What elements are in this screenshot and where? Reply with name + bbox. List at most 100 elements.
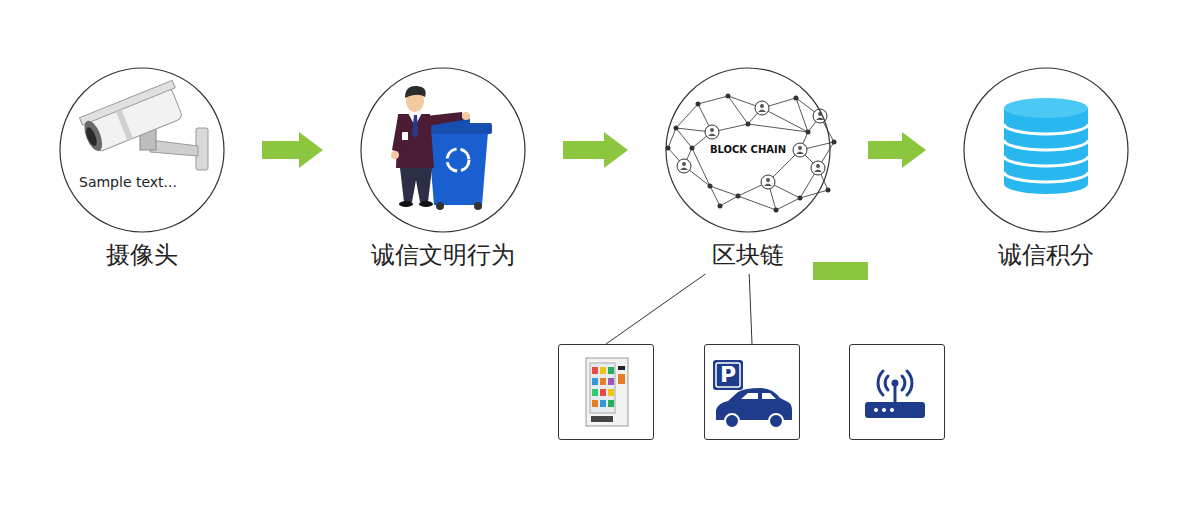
shoe [419, 201, 433, 207]
network-graphic [668, 96, 834, 210]
device-box [558, 344, 654, 440]
housing-stripe [116, 109, 133, 140]
flow-arrow [563, 132, 628, 168]
camera-arm [150, 140, 198, 156]
hand [391, 151, 399, 159]
network-dot [806, 130, 811, 135]
arm [426, 112, 463, 126]
arrow-shape [563, 132, 628, 168]
database-body [1004, 108, 1088, 184]
product [600, 400, 606, 407]
network-dot [690, 146, 695, 151]
step-circle: 区块链BLOCK CHAIN [648, 66, 848, 270]
car-window [762, 393, 776, 399]
lens [84, 126, 99, 148]
car-wheel [725, 414, 739, 428]
product [592, 378, 598, 385]
step-label: 诚信积分 [946, 240, 1146, 270]
product [592, 389, 598, 396]
machine-glass [590, 363, 615, 413]
arrow-shape [813, 262, 868, 280]
product [592, 367, 598, 374]
hair [405, 86, 426, 98]
network-dot [736, 194, 741, 199]
network-dot [832, 140, 837, 145]
network-dot [674, 126, 679, 131]
bin-body [428, 132, 488, 205]
circle-border [60, 68, 224, 232]
flow-arrow [262, 132, 323, 168]
camera-body [79, 80, 187, 154]
product [600, 367, 606, 374]
step-circle: 诚信积分 [946, 66, 1146, 270]
network-dot [708, 184, 713, 189]
step-label: 诚信文明行为 [343, 240, 543, 270]
hand [462, 112, 470, 120]
parking-sign [713, 360, 743, 390]
sun-shield [79, 80, 175, 125]
status-light [882, 408, 886, 412]
arm [392, 116, 404, 152]
network-dot [696, 102, 701, 107]
product [608, 400, 614, 407]
product [592, 400, 598, 407]
user-icon [793, 143, 807, 157]
circle-outline [47, 66, 237, 234]
watermark-text: Sample text... [79, 174, 177, 191]
network-dot [798, 196, 803, 201]
user-icon [811, 161, 825, 175]
step-label: 摄像头 [42, 240, 242, 270]
network-dot [746, 122, 751, 127]
arrow-shape [868, 132, 926, 168]
badge [402, 132, 408, 140]
recycle-symbol [447, 149, 469, 171]
pickup-slot [591, 416, 613, 422]
product [608, 389, 614, 396]
link-line [606, 274, 705, 344]
flow-arrow [868, 132, 926, 168]
status-light [890, 408, 894, 412]
control-panel [618, 374, 625, 384]
product [600, 389, 606, 396]
product [608, 378, 614, 385]
circle-border [964, 68, 1128, 232]
circle-outline [348, 66, 538, 234]
database-base [1004, 174, 1088, 194]
antenna [894, 385, 897, 402]
signal-waves [878, 371, 912, 395]
network-dot [774, 208, 779, 213]
shoe [399, 201, 413, 207]
link-line [749, 274, 752, 344]
machine-body [586, 358, 628, 426]
product [600, 378, 606, 385]
network-users [677, 101, 827, 189]
network-dot [826, 188, 831, 193]
network-dots [666, 94, 837, 213]
trousers [400, 168, 432, 202]
camera-icon [79, 80, 208, 170]
circle-border [666, 68, 830, 232]
user-icon [755, 101, 769, 115]
antenna-tip [892, 380, 899, 387]
network-links [668, 96, 834, 210]
router-body [865, 402, 925, 418]
network-dot [718, 204, 723, 209]
user-icon [705, 125, 719, 139]
circle-outline [951, 66, 1141, 234]
bin-wheel [436, 202, 444, 210]
network-dot [794, 96, 799, 101]
database-icon [1004, 98, 1088, 194]
lens-ring [81, 118, 106, 153]
status-light [874, 408, 878, 412]
display [618, 366, 625, 370]
link-path [606, 274, 705, 344]
database-top [1004, 98, 1088, 118]
step-circle: 诚信文明行为 [343, 66, 543, 270]
parking-icon [713, 360, 792, 428]
product [608, 367, 614, 374]
bin-wheel [474, 202, 482, 210]
parking-letter: P [713, 360, 743, 390]
step-circle: 摄像头 Sample text... [42, 66, 242, 270]
car-wheel [769, 414, 783, 428]
